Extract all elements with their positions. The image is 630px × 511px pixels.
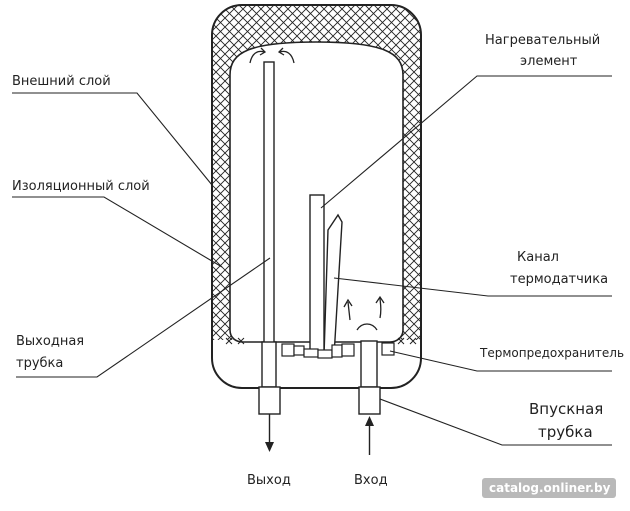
leader-outer-layer bbox=[12, 92, 213, 186]
inlet-arrow-icon bbox=[365, 416, 374, 455]
label-outlet: Выход bbox=[247, 473, 291, 488]
base-fittings bbox=[281, 342, 395, 359]
outlet-arrow-icon bbox=[265, 414, 274, 452]
label-thermal-fuse: Термопредохранитель bbox=[479, 346, 624, 360]
label-inlet: Вход bbox=[354, 473, 388, 488]
leader-sensor-channel bbox=[333, 277, 612, 297]
inlet-pipe bbox=[358, 340, 381, 415]
flow-arrows-top bbox=[249, 47, 295, 64]
label-inlet-pipe-1: Впускная bbox=[529, 400, 603, 418]
leader-inlet-pipe bbox=[379, 398, 612, 446]
leader-insulation bbox=[12, 196, 223, 268]
leader-lines bbox=[12, 75, 612, 446]
flow-arrows-bottom bbox=[343, 295, 385, 331]
label-sensor-channel-2: термодатчика bbox=[510, 272, 608, 287]
corner-marks bbox=[225, 337, 417, 345]
label-sensor-channel-1: Канал bbox=[517, 250, 559, 265]
watermark-text: catalog.onliner.by bbox=[489, 481, 611, 495]
label-insulation-layer: Изоляционный слой bbox=[12, 179, 150, 194]
label-inlet-pipe-2: трубка bbox=[538, 423, 593, 441]
label-outlet-pipe-2: трубка bbox=[16, 356, 63, 371]
label-heating-element-2: элемент bbox=[520, 54, 578, 69]
leader-heating-element bbox=[320, 75, 612, 209]
outer-layer bbox=[211, 4, 422, 389]
label-heating-element-1: Нагревательный bbox=[485, 33, 600, 48]
leader-thermal-fuse bbox=[389, 350, 612, 372]
label-outlet-pipe-1: Выходная bbox=[16, 334, 84, 349]
outlet-pipe bbox=[258, 61, 281, 415]
heating-element bbox=[309, 194, 343, 357]
leader-outlet-pipe bbox=[16, 257, 271, 378]
label-outer-layer: Внешний слой bbox=[12, 74, 111, 89]
watermark: catalog.onliner.by bbox=[482, 478, 616, 498]
